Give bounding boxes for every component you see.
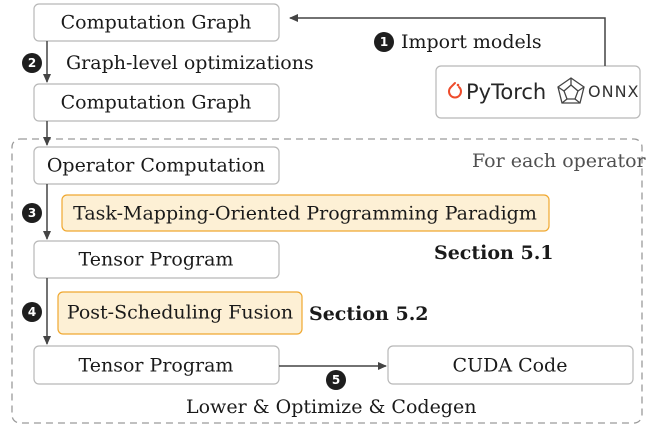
onnx-label: ONNX (588, 82, 640, 101)
post-scheduling-box (57, 291, 303, 335)
tensor-program-box-1 (33, 240, 280, 279)
tensor-program-label-1: Tensor Program (78, 248, 234, 271)
tensor-program-label-2: Tensor Program (78, 354, 234, 377)
section-5-2-label: Section 5.2 (309, 303, 429, 325)
tensor-program-box-2 (33, 345, 280, 385)
graph-opt-label: Graph-level optimizations (66, 52, 314, 74)
pytorch-flame-icon (448, 82, 462, 99)
task-mapping-label: Task-Mapping-Oriented Programming Paradi… (73, 202, 537, 225)
section-5-1-label: Section 5.1 (434, 242, 554, 264)
step-3-badge: 3 (22, 203, 42, 223)
for-each-operator-label: For each operator (472, 150, 646, 172)
per-operator-region (11, 138, 643, 424)
import-models-label: Import models (401, 31, 542, 53)
computation-graph-label-1: Computation Graph (60, 11, 252, 34)
onnx-logo-icon (557, 77, 585, 104)
post-scheduling-label: Post-Scheduling Fusion (66, 301, 294, 324)
pytorch-label: PyTorch (466, 80, 547, 104)
cuda-code-box (387, 345, 634, 385)
step-2-badge: 2 (22, 53, 42, 73)
operator-computation-box (33, 146, 280, 185)
operator-computation-label: Operator Computation (46, 154, 266, 177)
computation-graph-label-2: Computation Graph (60, 91, 252, 114)
cuda-code-label: CUDA Code (452, 354, 568, 377)
frameworks-box (435, 65, 641, 119)
lower-optimize-codegen-label: Lower & Optimize & Codegen (186, 396, 477, 418)
computation-graph-box-1 (33, 3, 280, 42)
step-1-badge: 1 (374, 32, 394, 52)
computation-graph-box-2 (33, 83, 280, 122)
step-4-badge: 4 (22, 302, 42, 322)
task-mapping-box (61, 194, 550, 232)
step-5-badge: 5 (326, 370, 346, 390)
import-arrow (289, 14, 606, 66)
